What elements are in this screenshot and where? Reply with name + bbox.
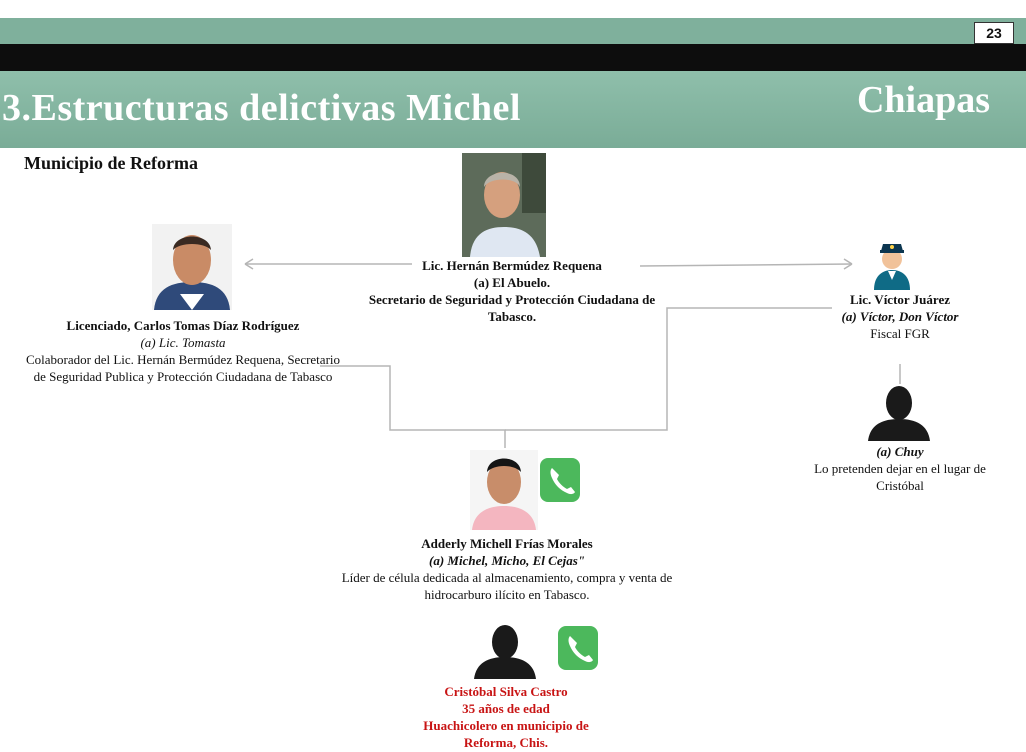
- chuy-text: (a) Chuy Lo pretenden dejar en el lugar …: [800, 443, 1000, 494]
- chuy-role: Lo pretenden dejar en el lugar de Cristó…: [800, 460, 1000, 494]
- hernan-role: Secretario de Seguridad y Protección Ciu…: [362, 291, 662, 325]
- adderly-role: Líder de célula dedicada al almacenamien…: [322, 569, 692, 603]
- connector-hernan-victor: [640, 264, 852, 266]
- person-silhouette-icon-cristobal: [474, 625, 536, 679]
- hernan-photo: [462, 153, 546, 257]
- connector-carlos-adderly: [320, 366, 505, 448]
- phone-icon-adderly: [540, 458, 580, 502]
- cristobal-text: Cristóbal Silva Castro 35 años de edad H…: [400, 683, 612, 751]
- chuy-alias: (a) Chuy: [800, 443, 1000, 460]
- cristobal-name: Cristóbal Silva Castro: [400, 683, 612, 700]
- hernan-alias: (a) El Abuelo.: [362, 274, 662, 291]
- victor-role: Fiscal FGR: [780, 325, 1020, 342]
- hernan-name: Lic. Hernán Bermúdez Requena: [362, 257, 662, 274]
- adderly-photo: [470, 450, 538, 530]
- carlos-alias: (a) Lic. Tomasta: [20, 334, 346, 351]
- carlos-name: Licenciado, Carlos Tomas Díaz Rodríguez: [20, 317, 346, 334]
- victor-text: Lic. Víctor Juárez (a) Víctor, Don Vícto…: [780, 291, 1020, 342]
- carlos-text: Licenciado, Carlos Tomas Díaz Rodríguez …: [20, 317, 346, 385]
- carlos-role: Colaborador del Lic. Hernán Bermúdez Req…: [20, 351, 346, 385]
- cristobal-age: 35 años de edad: [400, 700, 612, 717]
- victor-alias: (a) Víctor, Don Víctor: [780, 308, 1020, 325]
- adderly-text: Adderly Michell Frías Morales (a) Michel…: [322, 535, 692, 603]
- adderly-name: Adderly Michell Frías Morales: [322, 535, 692, 552]
- victor-name: Lic. Víctor Juárez: [780, 291, 1020, 308]
- phone-icon-cristobal: [558, 626, 598, 670]
- adderly-alias: (a) Michel, Micho, El Cejas": [322, 552, 692, 569]
- carlos-photo: [152, 224, 232, 310]
- police-officer-icon: [872, 238, 912, 290]
- cristobal-role: Huachicolero en municipio de Reforma, Ch…: [400, 717, 612, 751]
- person-silhouette-icon-chuy: [868, 385, 930, 441]
- hernan-text: Lic. Hernán Bermúdez Requena (a) El Abue…: [362, 257, 662, 325]
